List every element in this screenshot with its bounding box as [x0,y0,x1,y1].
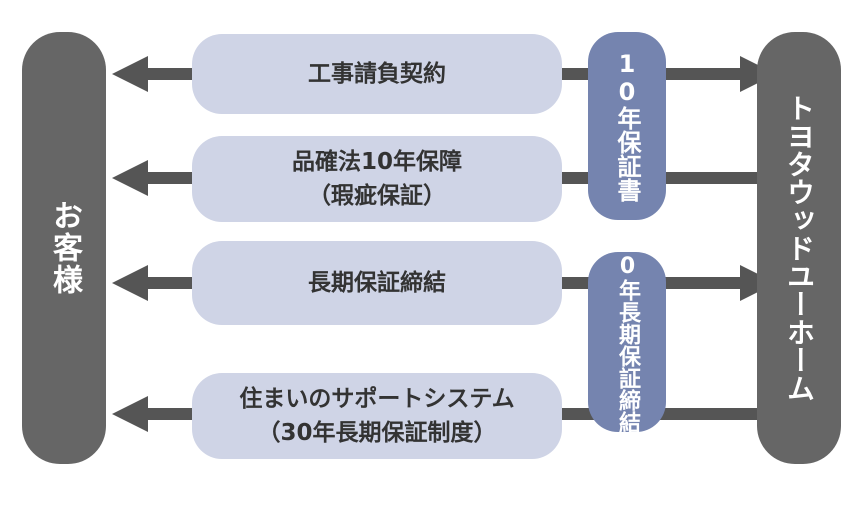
certificate-10y: 10年保証書 [588,32,666,220]
row-box-long-term: 長期保証締結 [192,241,562,325]
row-4-line-1: 住まいのサポートシステム [239,386,515,412]
company-pillar: トヨタウッドユーホーム [757,32,841,464]
company-label: トヨタウッドユーホーム [783,94,816,402]
row-box-warranty-10y: 品確法10年保障 （瑕疵保証） [192,136,562,222]
certificate-30y-text: 30年長期保証締結書 [615,229,640,455]
certificate-10y-text: 10年保証書 [613,50,641,202]
customer-pillar: お客様 [22,32,106,464]
row-box-support-system: 住まいのサポートシステム （30年長期保証制度） [192,373,562,459]
row-box-contract: 工事請負契約 [192,34,562,114]
customer-label: お客様 [47,200,82,296]
row-4-line-2: （30年長期保証制度） [257,420,497,446]
row-3-line-1: 長期保証締結 [308,270,446,296]
certificate-30y: 30年長期保証締結書 [588,229,666,455]
row-1-line-1: 工事請負契約 [308,61,446,87]
row-2-line-2: （瑕疵保証） [308,183,446,209]
row-2-line-1: 品確法10年保障 [291,149,462,175]
